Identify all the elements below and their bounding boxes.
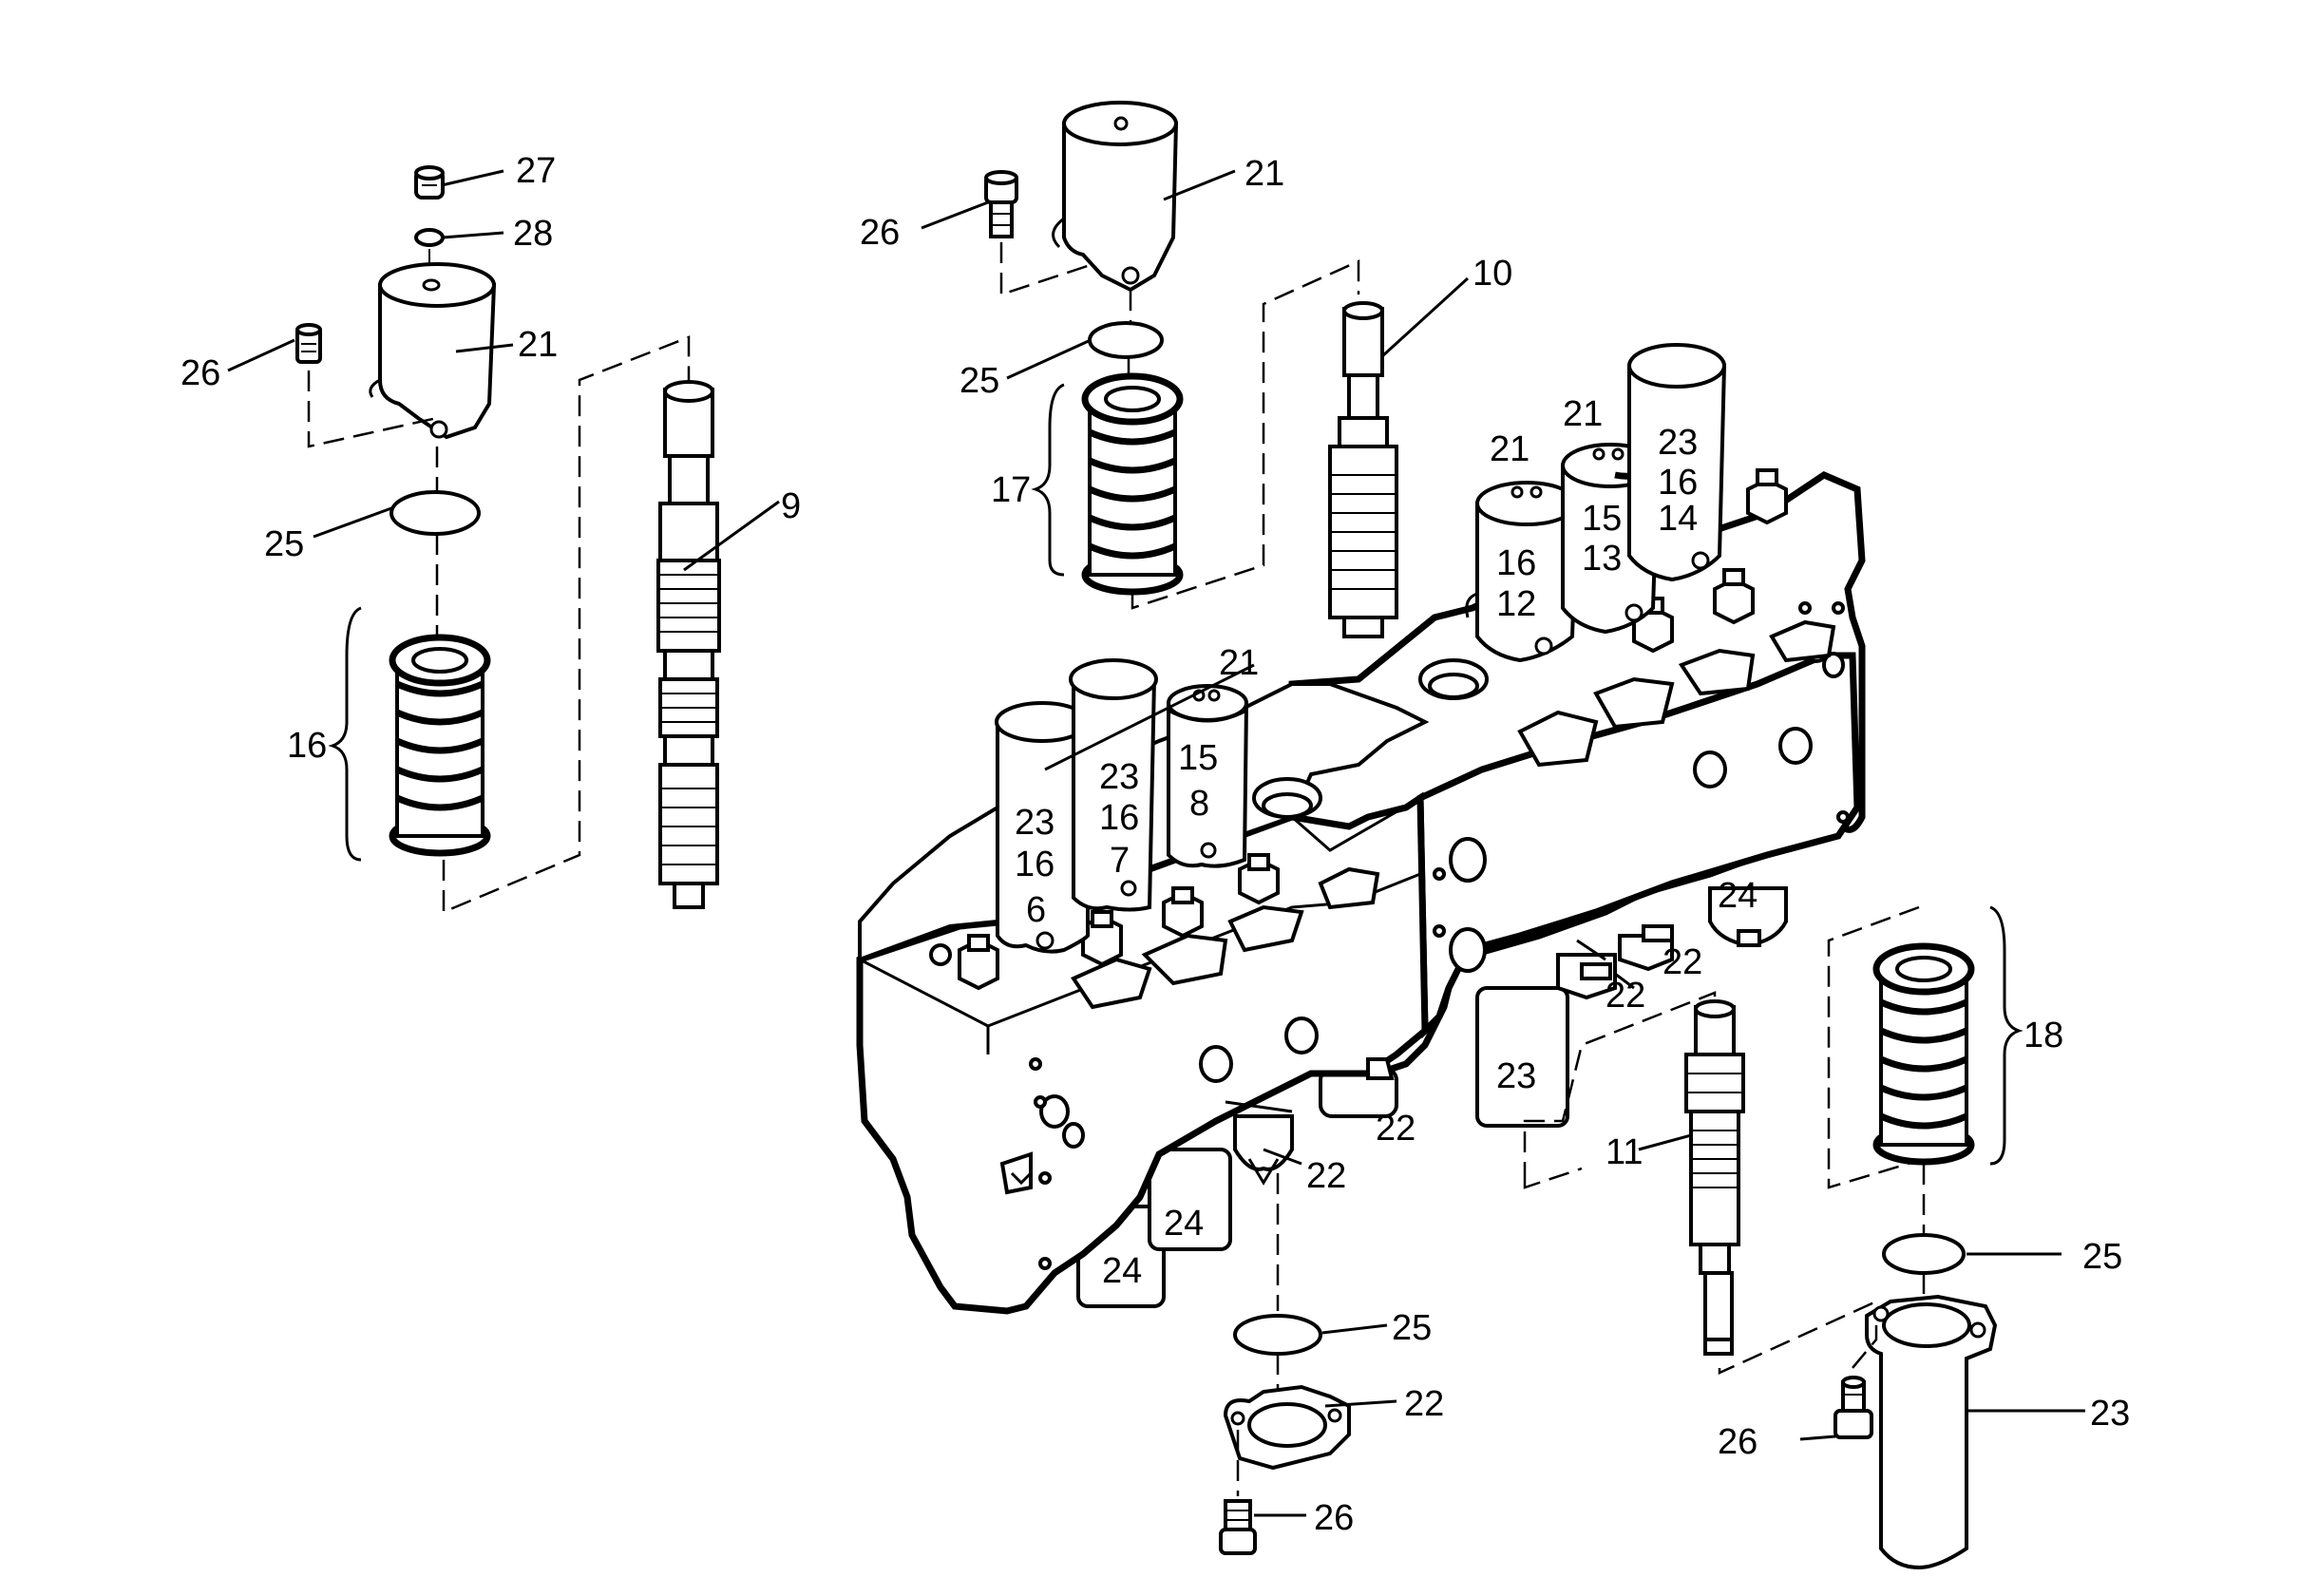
oring-25-top	[1088, 321, 1164, 359]
callout-11: 11	[1606, 1132, 1643, 1172]
screw-27	[414, 165, 445, 200]
callout-10: 10	[1472, 254, 1512, 294]
body-ports	[999, 601, 1850, 1270]
callout-21-top: 21	[1244, 154, 1284, 194]
oring-25-left	[390, 490, 481, 536]
callout-24-b: 24	[1164, 1204, 1204, 1244]
callout-16-left: 16	[287, 726, 327, 766]
solenoid-21-top	[1052, 101, 1179, 293]
valve-spool-10	[1328, 301, 1398, 638]
valve-spool-9	[656, 380, 721, 909]
callout-21-left: 21	[518, 325, 558, 365]
callout-23-right: 23	[2090, 1394, 2130, 1434]
callout-26-left: 26	[180, 353, 220, 393]
solenoid-6-label-c: 14	[1658, 499, 1698, 539]
solenoid-body-3	[1167, 684, 1249, 868]
callout-25-bottom: 25	[1392, 1308, 1432, 1348]
callout-18: 18	[2024, 1016, 2063, 1055]
solenoid-4-label-a: 16	[1496, 543, 1536, 583]
solenoid-3-label-b: 8	[1189, 784, 1209, 824]
solenoid-3-label-a: 15	[1178, 738, 1218, 778]
solenoid-4-label-b: 12	[1496, 584, 1536, 624]
oring-25-right	[1882, 1233, 1966, 1275]
callout-22-d: 22	[1662, 942, 1702, 982]
solenoid-body-6	[1627, 343, 1727, 582]
solenoid-6-label-b: 16	[1658, 463, 1698, 503]
oring-25-bottom	[1233, 1314, 1322, 1356]
spring-assembly-18	[1872, 942, 1975, 1166]
solenoid-5-label-b: 13	[1582, 539, 1622, 579]
top-solenoid-assembly	[984, 101, 1398, 638]
screw-26-top	[984, 170, 1018, 238]
screw-26-right	[1834, 1325, 1878, 1439]
leader-lines	[227, 169, 2085, 1517]
callout-25-left: 25	[264, 524, 304, 564]
solenoid-body-2	[1069, 658, 1158, 912]
callout-23-mid: 23	[1496, 1056, 1536, 1096]
callout-24-a: 24	[1102, 1251, 1142, 1291]
callout-27: 27	[516, 151, 556, 191]
callout-26-bottom: 26	[1314, 1498, 1354, 1538]
callout-25-top: 25	[960, 361, 999, 401]
solenoid-1-label-c: 6	[1026, 890, 1046, 930]
spring-assembly-17	[1081, 372, 1184, 596]
spring-assembly-16-left	[389, 634, 491, 857]
callout-9: 9	[781, 486, 801, 526]
solenoid-body-4	[1465, 481, 1580, 663]
callout-22-c: 22	[1606, 976, 1645, 1016]
body-nuts	[958, 468, 1788, 991]
callout-numbers: 27 28 21 26 25 16 9 26 21 25 17 10 21 21…	[180, 151, 2130, 1538]
callout-21-r2: 21	[1563, 394, 1603, 434]
callout-17: 17	[991, 470, 1031, 510]
solenoid-2-label-b: 16	[1099, 798, 1139, 838]
screw-26-left	[295, 323, 322, 364]
callout-22-flange: 22	[1404, 1384, 1444, 1424]
callout-22-b: 22	[1306, 1156, 1346, 1196]
screw-26-bottom	[1219, 1430, 1257, 1555]
valve-spool-11	[1684, 999, 1745, 1356]
left-solenoid-assembly	[295, 165, 721, 914]
solenoid-1-label-b: 16	[1015, 845, 1054, 884]
solenoid-21-left	[369, 262, 497, 440]
solenoid-6-label-a: 23	[1658, 423, 1698, 463]
callout-22-a: 22	[1376, 1109, 1416, 1149]
solenoid-labels: 23 16 6 23 16 7 15 8 16 12 15 13 23 16 1…	[1015, 423, 1698, 930]
callout-26-top: 26	[860, 213, 900, 253]
solenoid-5-label-a: 15	[1582, 499, 1622, 539]
flange-22	[1223, 1384, 1351, 1471]
callout-21-r1: 21	[1490, 429, 1530, 469]
callout-26-right: 26	[1718, 1422, 1758, 1462]
body-top-pockets	[929, 619, 1836, 1010]
body-solenoids	[995, 343, 1727, 954]
cover-23-right	[1865, 1294, 1998, 1570]
solenoid-1-label-a: 23	[1015, 803, 1054, 843]
callout-28: 28	[513, 214, 553, 254]
solenoid-2-label-a: 23	[1099, 757, 1139, 797]
washer-28	[414, 228, 445, 247]
callout-24-c: 24	[1718, 876, 1758, 916]
callout-25-right: 25	[2082, 1237, 2122, 1277]
solenoid-2-label-c: 7	[1110, 841, 1130, 881]
solenoid-body-1	[995, 701, 1090, 954]
callout-21-mid: 21	[1219, 643, 1259, 683]
